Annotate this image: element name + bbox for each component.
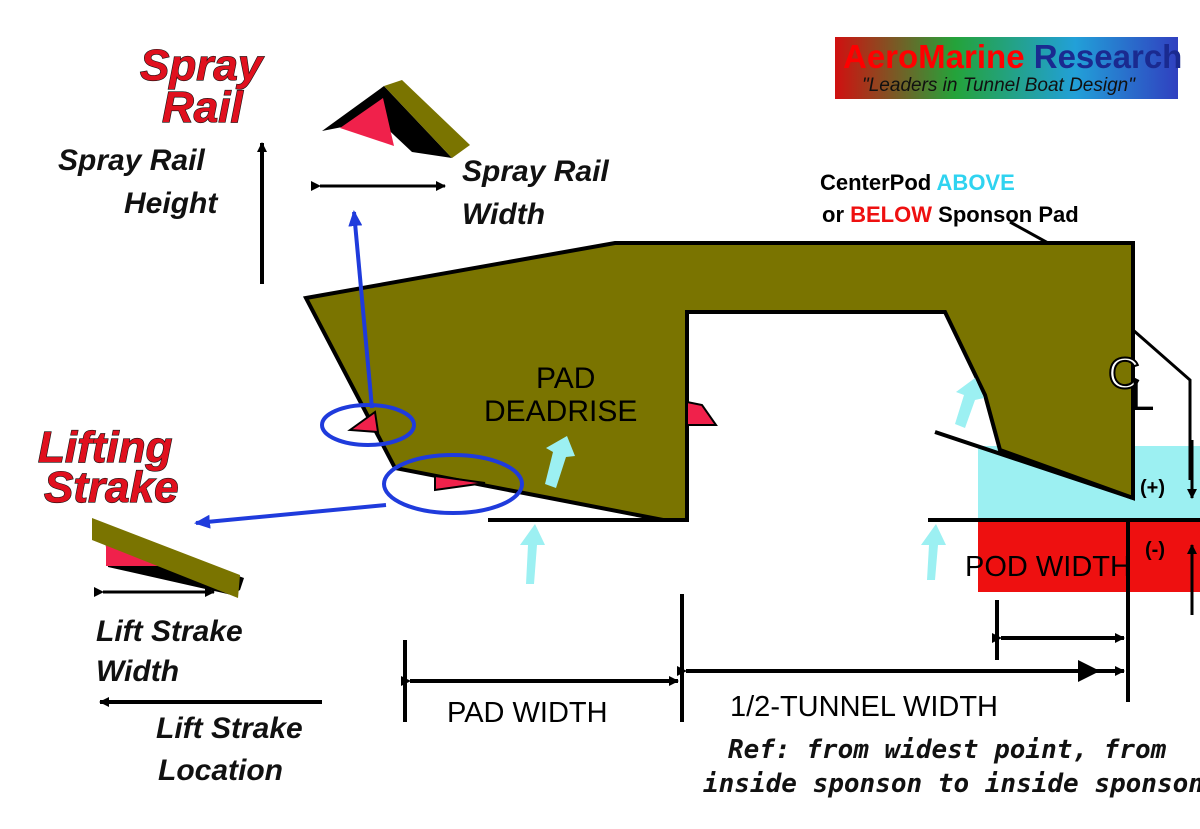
lifting-strake-title-1: Lifting (38, 423, 173, 472)
logo-part1: AeroMarine (843, 38, 1025, 75)
svg-text:AeroMarine Research: AeroMarine Research (843, 38, 1182, 75)
lift-strake-location-label-1: Lift Strake (156, 712, 303, 745)
spray-rail-callout-arrow (348, 210, 374, 409)
spray-rail-title-2: Rail (162, 83, 243, 132)
half-tunnel-width-label: 1/2-TUNNEL WIDTH (730, 691, 998, 723)
minus-marker: (-) (1145, 539, 1165, 561)
centerline-c: C (1108, 349, 1140, 398)
centerpod-leader-line (1009, 220, 1049, 245)
spray-rail-highlight (320, 403, 416, 447)
tunnel-rail-marker (686, 400, 718, 426)
half-tunnel-double-arrow (1078, 660, 1100, 682)
spray-rail-height-label-1: Spray Rail (58, 144, 205, 177)
lift-strake-callout-arrow (194, 503, 387, 529)
lift-strake-marker (434, 474, 486, 492)
spray-rail-detail (322, 80, 470, 158)
reference-note-line2: inside sponson to inside sponson. (703, 769, 1200, 799)
spray-rail-width-label-2: Width (462, 198, 545, 231)
pad-deadrise-label-2: DEADRISE (484, 395, 637, 428)
spray-rail-title-1: Spray (140, 41, 265, 90)
pad-deadrise-label-1: PAD (536, 362, 595, 395)
spray-rail-height-label-2: Height (124, 187, 219, 220)
aeromarine-logo: AeroMarine Research "Leaders in Tunnel B… (835, 37, 1182, 99)
spray-rail-marker (347, 410, 380, 434)
centerpod-note-line1: CenterPod ABOVE (820, 170, 1015, 195)
logo-tagline: "Leaders in Tunnel Boat Design" (862, 75, 1136, 96)
cyan-pointer-arrows (520, 378, 984, 584)
pod-region (978, 520, 1200, 592)
reference-note-line1: Ref: from widest point, from (728, 735, 1167, 765)
spray-rail-width-label-1: Spray Rail (462, 155, 609, 188)
pod-deadrise-line (934, 430, 1134, 500)
centerline-l: L (1130, 371, 1154, 420)
lift-strake-width-label-2: Width (96, 655, 179, 688)
lifting-strake-title-2: Strake (44, 463, 179, 512)
lift-strake-width-label-1: Lift Strake (96, 615, 243, 648)
lift-strake-location-label-2: Location (158, 754, 283, 787)
lift-strake-highlight (382, 453, 524, 515)
centerpod-outline (1132, 328, 1192, 480)
lift-strake-detail (92, 518, 244, 598)
plus-marker: (+) (1140, 477, 1165, 499)
logo-part2: Research (1034, 38, 1183, 75)
pad-width-label: PAD WIDTH (447, 697, 608, 729)
pod-width-label: POD WIDTH (965, 551, 1131, 583)
centerpod-note-line2: or BELOW Sponson Pad (822, 202, 1079, 227)
